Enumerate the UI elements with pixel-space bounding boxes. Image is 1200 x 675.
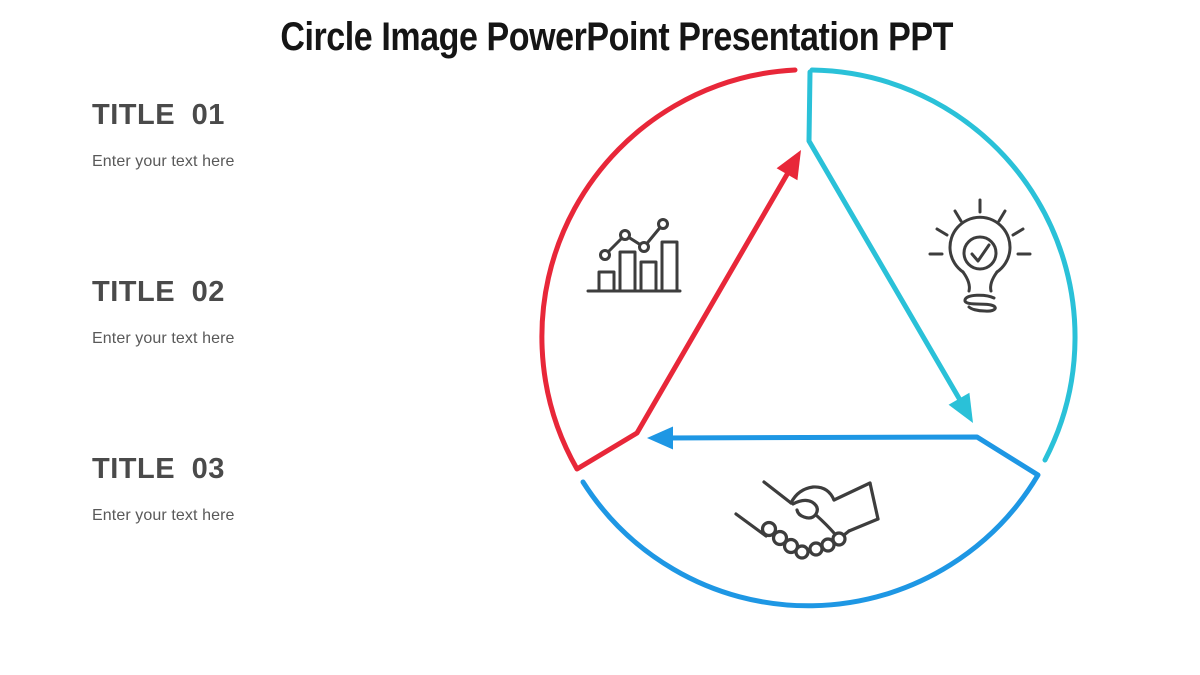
hand-crease [814,513,836,535]
trend-dot-4 [657,218,669,230]
slide-title: Circle Image PowerPoint Presentation PPT [17,14,1200,60]
left-sleeve-bottom [734,512,768,538]
bar-3 [639,260,658,293]
section-1-title: TITLE 01 [92,99,225,131]
trend-line [603,222,665,257]
bar-1 [597,270,616,293]
segment-2-arc [809,67,1078,463]
section-3-placeholder: Enter your text here [92,507,235,524]
bulb-check-circle [962,235,998,271]
knuckle-1 [760,520,778,538]
trend-dot-3 [638,241,650,253]
bulb-neck-right [989,270,999,293]
bulb-dome [948,215,1012,274]
section-2-placeholder: Enter your text here [92,330,235,347]
right-sleeve-top [832,481,872,502]
section-3: TITLE 03 Enter your text here [92,453,412,526]
right-sleeve-cuff [868,481,880,521]
bulb-base-squiggle [963,293,997,313]
bulb-rays [928,198,1032,256]
slide-title-text: Circle Image PowerPoint Presentation PPT [280,15,954,59]
segment-2-arrowhead [948,392,973,423]
segment-1-arc-and-arrow [539,67,798,472]
segment-3-arrowhead [647,426,673,450]
check-mark [970,243,991,263]
bar-4 [660,240,679,293]
section-2-title: TITLE 02 [92,276,225,308]
bulb-neck-left [961,270,971,293]
finger-to-sleeve [842,529,851,537]
handshake-icon [734,480,880,560]
trend-dot-2 [619,229,631,241]
section-3-title: TITLE 03 [92,453,225,485]
bar-2 [618,250,637,293]
thumb [791,498,819,520]
finger-2 [820,537,836,553]
knuckle-4 [794,544,810,560]
section-2: TITLE 02 Enter your text here [92,276,412,349]
trend-dot-1 [599,249,611,261]
left-sleeve-top [762,480,793,505]
section-1-placeholder: Enter your text here [92,153,235,170]
knuckle-2 [771,529,789,547]
finger-3 [831,531,847,547]
segment-2-arrow [806,69,963,403]
segment-3-arc-and-arrow [580,434,1041,609]
bar-chart-icon [586,218,682,293]
lightbulb-check-icon [928,198,1032,313]
hands-top-outline [789,485,836,505]
section-1: TITLE 01 Enter your text here [92,99,412,172]
finger-1 [808,541,824,557]
right-sleeve-bottom [847,517,880,533]
segment-1-arrowhead [776,150,801,181]
